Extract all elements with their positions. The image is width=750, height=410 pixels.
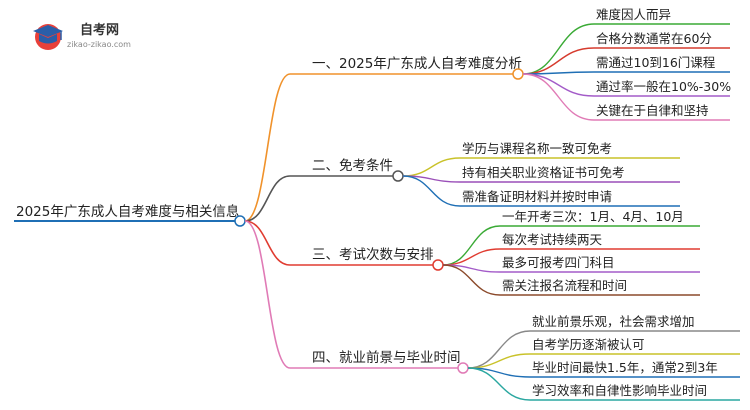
leaf-node: 合格分数通常在60分 — [522, 31, 730, 75]
leaf-label: 每次考试持续两天 — [502, 232, 603, 247]
branch-collapse-toggle[interactable] — [432, 259, 444, 271]
leaf-connector — [442, 264, 700, 296]
branch-1: 一、2025年广东成人自考难度分析 难度因人而异合格分数通常在60分需通过10到1… — [244, 7, 731, 222]
branch-connector — [244, 220, 433, 266]
leaf-connector — [467, 330, 740, 369]
branch-3: 三、考试次数与安排 一年开考三次：1月、4月、10月每次考试持续两天最多可报考四门… — [244, 209, 700, 296]
leaf-node: 需关注报名流程和时间 — [442, 264, 700, 296]
logo-url: zikao-zikao.com — [67, 40, 131, 49]
leaf-connector — [522, 73, 730, 97]
leaf-node: 学历与课程名称一致可免考 — [402, 141, 680, 177]
branch-collapse-toggle[interactable] — [457, 362, 469, 374]
branch-collapse-toggle[interactable] — [512, 68, 524, 80]
leaf-connector — [522, 71, 730, 75]
leaf-connector — [402, 175, 680, 207]
leaf-node: 每次考试持续两天 — [442, 232, 700, 266]
leaf-node: 学习效率和自律性影响毕业时间 — [467, 367, 740, 401]
branch-label: 二、免考条件 — [312, 157, 393, 174]
leaf-connector — [522, 23, 730, 75]
leaf-connector — [467, 367, 740, 401]
leaf-label: 自考学历逐渐被认可 — [532, 337, 645, 352]
root-node: 2025年广东成人自考难度与相关信息 — [14, 203, 246, 227]
leaf-label: 最多可报考四门科目 — [502, 255, 615, 270]
root-collapse-toggle[interactable] — [234, 215, 246, 227]
branch-connector — [244, 220, 458, 369]
leaf-label: 需通过10到16门课程 — [596, 55, 716, 70]
leaf-label: 持有相关职业资格证书可免考 — [462, 165, 625, 180]
leaf-connector — [402, 157, 680, 177]
root-label: 2025年广东成人自考难度与相关信息 — [16, 203, 239, 220]
leaf-connector — [522, 73, 730, 121]
leaf-label: 学历与课程名称一致可免考 — [462, 141, 612, 156]
branch-label: 三、考试次数与安排 — [312, 247, 434, 263]
leaf-node: 就业前景乐观，社会需求增加 — [467, 314, 740, 369]
leaf-node: 最多可报考四门科目 — [442, 255, 700, 273]
leaf-label: 学习效率和自律性影响毕业时间 — [532, 383, 707, 398]
leaf-label: 就业前景乐观，社会需求增加 — [532, 314, 695, 329]
leaf-node: 一年开考三次：1月、4月、10月 — [442, 209, 700, 266]
leaf-label: 难度因人而异 — [596, 7, 671, 22]
branch-label: 四、就业前景与毕业时间 — [312, 349, 461, 366]
leaf-label: 一年开考三次：1月、4月、10月 — [502, 209, 684, 224]
leaf-node: 通过率一般在10%-30% — [522, 73, 731, 97]
leaf-node: 关键在于自律和坚持 — [522, 73, 730, 121]
leaf-connector — [467, 353, 740, 369]
leaf-connector — [442, 225, 700, 266]
branch-2: 二、免考条件 学历与课程名称一致可免考持有相关职业资格证书可免考需准备证明材料并按… — [244, 141, 680, 222]
logo-title: 自考网 — [80, 22, 119, 38]
leaf-label: 毕业时间最快1.5年，通常2到3年 — [532, 360, 718, 375]
leaf-node: 需准备证明材料并按时申请 — [402, 175, 680, 207]
leaf-node: 难度因人而异 — [522, 7, 730, 75]
leaf-connector — [467, 367, 740, 378]
branch-label: 一、2025年广东成人自考难度分析 — [312, 56, 522, 72]
leaf-node: 自考学历逐渐被认可 — [467, 337, 740, 369]
leaf-node: 毕业时间最快1.5年，通常2到3年 — [467, 360, 740, 378]
leaf-label: 需准备证明材料并按时申请 — [462, 189, 612, 204]
leaf-label: 需关注报名流程和时间 — [502, 278, 627, 293]
leaf-label: 通过率一般在10%-30% — [596, 79, 731, 94]
leaf-node: 持有相关职业资格证书可免考 — [402, 165, 680, 183]
branch-connector — [244, 175, 393, 222]
branches: 一、2025年广东成人自考难度分析 难度因人而异合格分数通常在60分需通过10到1… — [244, 7, 740, 401]
site-logo: 自考网 zikao-zikao.com — [33, 22, 131, 50]
leaf-connector — [442, 248, 700, 266]
leaf-label: 关键在于自律和坚持 — [596, 103, 709, 118]
branch-connector — [244, 73, 513, 222]
branch-4: 四、就业前景与毕业时间 就业前景乐观，社会需求增加自考学历逐渐被认可毕业时间最快1… — [244, 220, 740, 401]
leaf-label: 合格分数通常在60分 — [596, 31, 712, 46]
graduation-cap-icon — [33, 24, 63, 50]
branch-collapse-toggle[interactable] — [392, 170, 404, 182]
leaf-connector — [522, 47, 730, 75]
leaf-node: 需通过10到16门课程 — [522, 55, 730, 75]
